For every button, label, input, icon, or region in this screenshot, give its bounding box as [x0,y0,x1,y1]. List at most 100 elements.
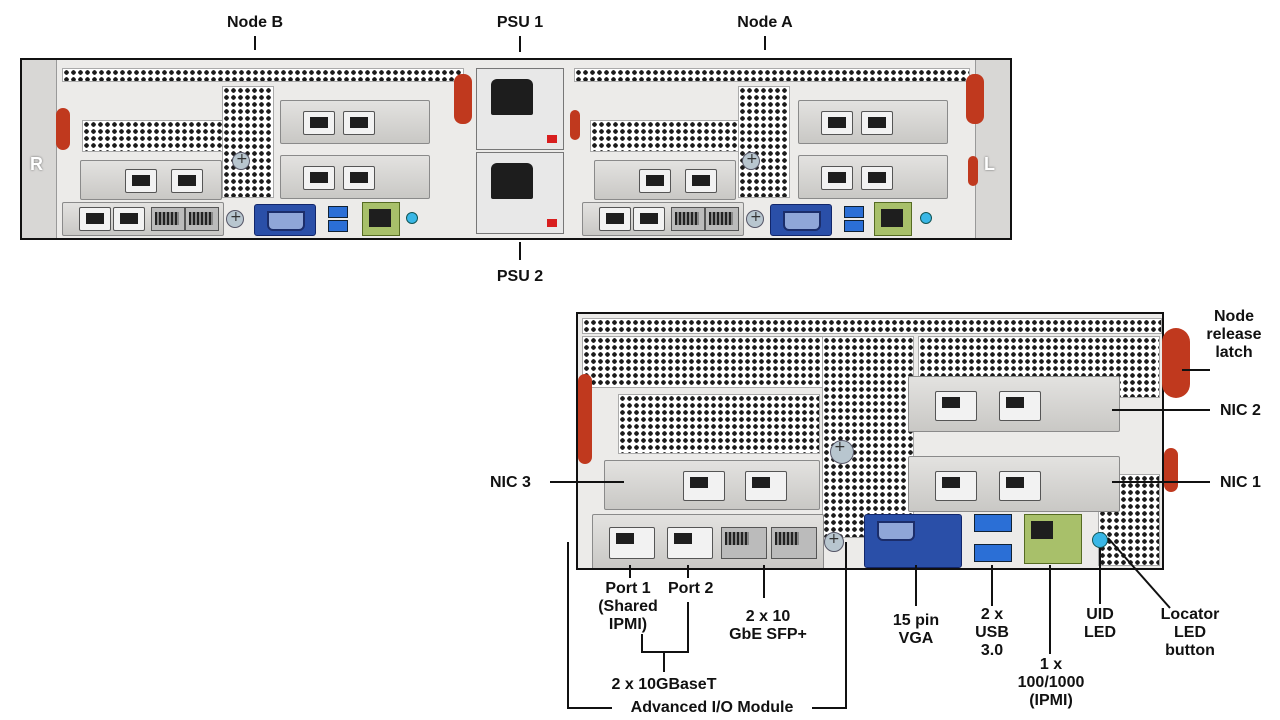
latch-handle[interactable] [56,108,70,150]
uid-led[interactable] [1092,532,1108,548]
nic-1-card [908,456,1120,512]
thumb-screw[interactable] [824,531,844,552]
nic-card [594,160,736,200]
ipmi-port[interactable] [362,202,400,236]
label-psu-2: PSU 2 [496,268,544,285]
sfp-port[interactable] [151,207,185,231]
latch-handle[interactable] [1164,448,1178,492]
rj45-port[interactable] [861,166,893,190]
advanced-io-module [592,514,824,568]
uid-led[interactable] [920,212,932,224]
psu-1-red-indicator [547,135,557,143]
rj45-port[interactable] [303,111,335,135]
ear-label-l: L [984,154,995,174]
rj45-port[interactable] [599,207,631,231]
rj45-port[interactable] [999,471,1041,501]
label-nic-1: NIC 1 [1220,474,1261,491]
rj45-port[interactable] [861,111,893,135]
label-nic-2: NIC 2 [1220,402,1261,419]
latch-handle[interactable] [968,156,978,186]
label-vga: 15 pin VGA [892,612,940,647]
vent-grille [822,336,914,538]
rj45-port[interactable] [821,166,853,190]
node-release-latch[interactable] [1162,328,1190,398]
usb-port[interactable] [328,220,348,232]
psu-1 [476,68,564,150]
latch-handle[interactable] [578,374,592,464]
usb-port[interactable] [328,206,348,218]
rj45-port[interactable] [745,471,787,501]
rack-ear-left: R [22,60,57,238]
rj45-port[interactable] [685,169,717,193]
ear-label-r: R [30,154,43,174]
thumb-screw[interactable] [742,151,760,170]
vga-port[interactable] [254,204,316,236]
rj45-port[interactable] [683,471,725,501]
sfp-port[interactable] [771,527,817,559]
aiom-card [582,202,744,236]
vent-grille [574,68,970,82]
node-zoom-view [576,312,1164,570]
ipmi-port[interactable] [874,202,912,236]
power-inlet[interactable] [491,79,533,115]
server-chassis-rear: R L [20,58,1012,240]
psu-1-latch[interactable] [454,74,472,124]
vga-port[interactable] [864,514,962,568]
nic-card [80,160,222,200]
usb-port[interactable] [974,544,1012,562]
power-inlet[interactable] [491,163,533,199]
vent-grille [618,394,820,454]
rj45-port[interactable] [125,169,157,193]
thumb-screw[interactable] [226,209,244,228]
nic-card [798,155,948,199]
rj45-port[interactable] [343,111,375,135]
aiom-card [62,202,224,236]
label-nic-3: NIC 3 [490,474,531,491]
thumb-screw[interactable] [746,209,764,228]
label-ipmi: 1 x 100/1000 (IPMI) [1017,656,1085,709]
usb-port[interactable] [844,206,864,218]
rj45-port[interactable] [935,471,977,501]
rj45-port[interactable] [171,169,203,193]
sfp-port[interactable] [705,207,739,231]
rj45-port[interactable] [79,207,111,231]
vent-grille [590,120,742,152]
sfp-port[interactable] [721,527,767,559]
vent-grille [738,86,790,198]
sfp-port[interactable] [671,207,705,231]
label-sfp: 2 x 10 GbE SFP+ [729,608,807,643]
thumb-screw[interactable] [232,151,250,170]
node-a-release-latch[interactable] [966,74,984,124]
nic-card [280,100,430,144]
label-port-1: Port 1 (Shared IPMI) [598,580,658,633]
rj45-port[interactable] [303,166,335,190]
vent-grille [222,86,274,198]
vent-grille [582,336,824,388]
nic-card [798,100,948,144]
psu-2-red-indicator [547,219,557,227]
rj45-port[interactable] [935,391,977,421]
label-advanced-io-module: Advanced I/O Module [630,699,794,716]
psu-2-latch[interactable] [570,110,580,140]
rj45-port[interactable] [633,207,665,231]
uid-led[interactable] [406,212,418,224]
sfp-port[interactable] [185,207,219,231]
vent-grille [62,68,464,82]
rj45-port[interactable] [113,207,145,231]
nic-2-card [908,376,1120,432]
thumb-screw[interactable] [830,439,854,464]
ipmi-port[interactable] [1024,514,1082,564]
usb-port[interactable] [974,514,1012,532]
usb-port[interactable] [844,220,864,232]
vga-port[interactable] [770,204,832,236]
rj45-port[interactable] [999,391,1041,421]
nic-card [280,155,430,199]
nic-3-card [604,460,820,510]
rj45-port[interactable] [343,166,375,190]
port-1-rj45[interactable] [609,527,655,559]
label-locator-led-button: Locator LED button [1160,606,1220,659]
port-2-rj45[interactable] [667,527,713,559]
rj45-port[interactable] [821,111,853,135]
label-node-b: Node B [227,14,283,31]
rj45-port[interactable] [639,169,671,193]
